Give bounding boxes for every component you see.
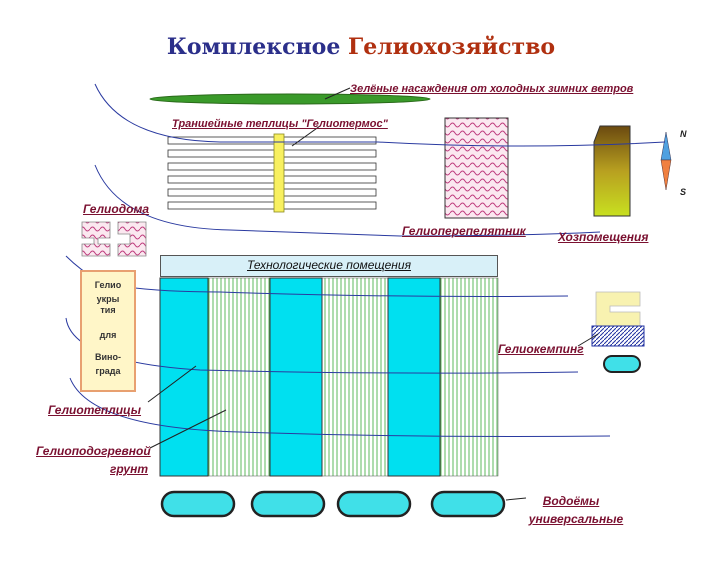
reservoir-3 bbox=[336, 490, 412, 518]
vineyard-label-6: града bbox=[95, 366, 121, 376]
camping-building bbox=[595, 291, 641, 327]
heated-soil-strip-2 bbox=[321, 277, 389, 477]
label-camping: Гелиокемпинг bbox=[498, 342, 584, 356]
compass-n-label: N bbox=[680, 129, 687, 139]
utility-rooms-shape bbox=[593, 125, 631, 217]
vineyard-label-1: Гелио bbox=[94, 280, 122, 290]
heated-soil-strip-1 bbox=[207, 277, 271, 477]
title-part-1: Комплексное bbox=[166, 34, 341, 60]
label-trench-greenhouses: Траншейные теплицы "Гелиотермос" bbox=[172, 118, 388, 130]
reservoir-2 bbox=[250, 490, 326, 518]
tech-rooms-bar bbox=[160, 255, 498, 277]
vineyard-label-4: для bbox=[99, 330, 117, 340]
trench-central-corridor bbox=[273, 133, 285, 213]
pointer-lines bbox=[147, 87, 599, 501]
greenhouse-block-3 bbox=[387, 277, 441, 477]
camping-platform bbox=[591, 325, 645, 347]
label-quail-house: Гелиоперепелятник bbox=[402, 224, 526, 238]
page-title: Комплексное Гелиохозяйство bbox=[0, 34, 722, 60]
greenhouse-block-1 bbox=[159, 277, 209, 477]
title-part-2: Гелиохозяйство bbox=[348, 34, 556, 60]
helio-home-right bbox=[117, 221, 147, 257]
reservoir-1 bbox=[160, 490, 236, 518]
label-reservoirs-2: универсальные bbox=[528, 512, 624, 526]
leader-lines bbox=[65, 83, 666, 437]
label-greenhouses: Гелиотеплицы bbox=[48, 403, 142, 417]
trench-greenhouses-shape bbox=[167, 136, 377, 210]
vineyard-label-5: Вино- bbox=[95, 352, 121, 362]
compass-s-label: S bbox=[680, 187, 687, 197]
vineyard-shelter-box bbox=[80, 270, 136, 392]
vineyard-label-2: укры bbox=[96, 294, 120, 304]
compass-north-arrow bbox=[660, 131, 672, 161]
reservoir-4 bbox=[430, 490, 506, 518]
compass-south-arrow bbox=[660, 159, 672, 191]
label-reservoirs-1: Водоёмы bbox=[542, 494, 600, 508]
helio-home-left bbox=[81, 221, 111, 257]
greenhouse-block-2 bbox=[269, 277, 323, 477]
label-utility-rooms: Хозпомещения bbox=[558, 230, 649, 244]
green-plantings-shape bbox=[149, 93, 431, 105]
vineyard-label-3: тия bbox=[100, 305, 116, 315]
label-heated-soil-2: грунт bbox=[110, 462, 149, 476]
label-heated-soil-1: Гелиоподогревной bbox=[36, 444, 151, 458]
label-helio-homes: Гелиодома bbox=[83, 202, 150, 216]
quail-house-shape bbox=[444, 117, 509, 219]
camping-pool bbox=[603, 355, 641, 373]
label-tech-rooms: Технологические помещения bbox=[247, 258, 411, 272]
label-green-plantings: Зелёные насаждения от холодных зимних ве… bbox=[350, 83, 634, 95]
heated-soil-strip-3 bbox=[439, 277, 499, 477]
